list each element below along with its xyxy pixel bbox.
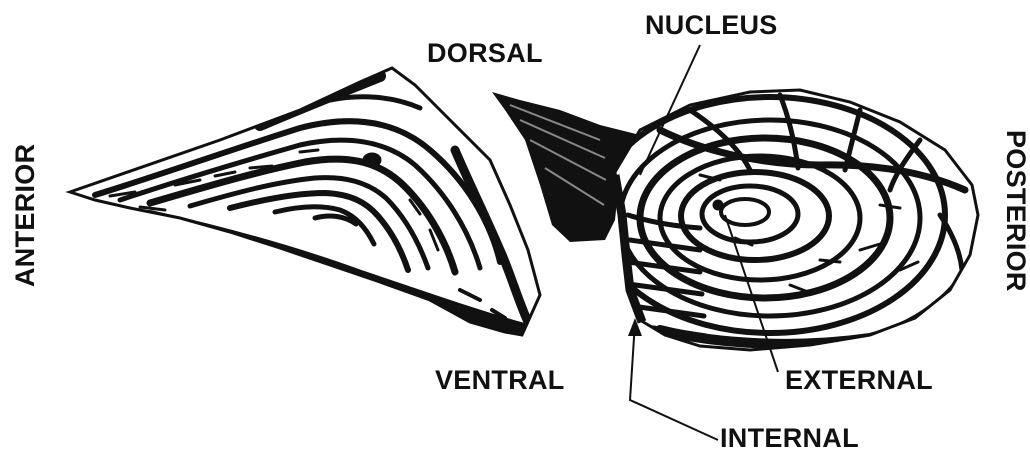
dorsal-label: DORSAL [427, 40, 543, 67]
internal-label: INTERNAL [720, 425, 859, 452]
posterior-label: POSTERIOR [1002, 130, 1029, 292]
anterior-label: ANTERIOR [12, 144, 39, 287]
anterior-section [70, 68, 540, 336]
external-label: EXTERNAL [785, 367, 933, 394]
posterior-section [492, 90, 978, 350]
ventral-label: VENTRAL [435, 367, 565, 394]
nucleus-label: NUCLEUS [645, 12, 778, 39]
